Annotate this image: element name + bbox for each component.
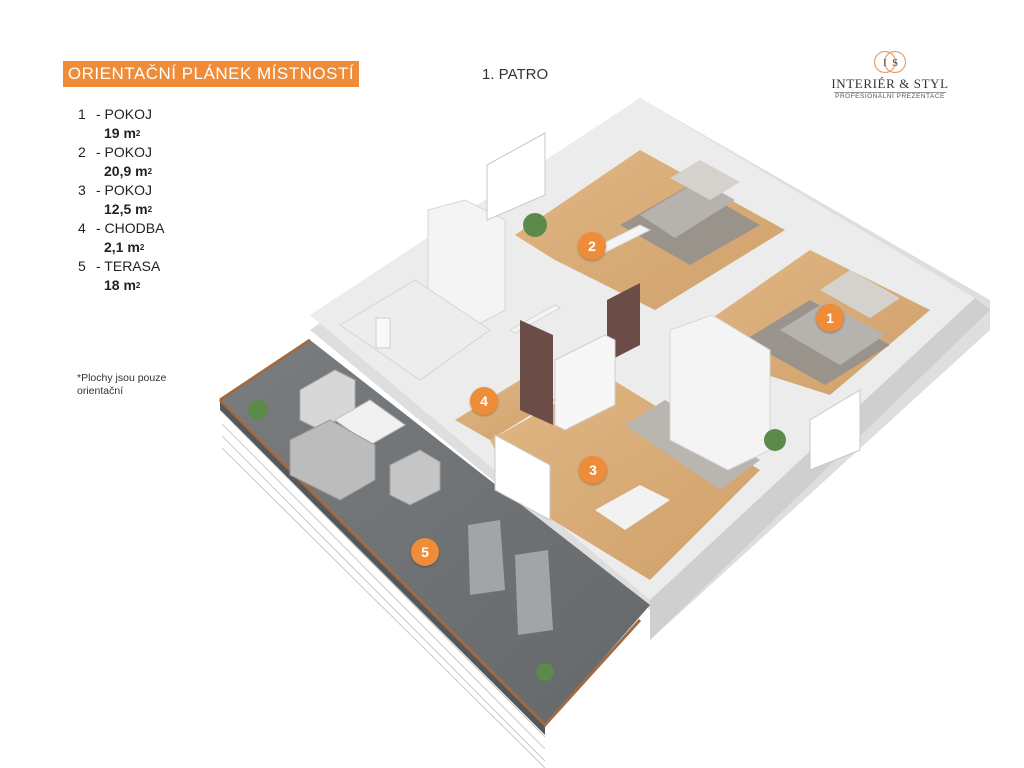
- svg-text:S: S: [892, 57, 898, 69]
- legend-room-name: - TERASA: [96, 258, 161, 274]
- floor-label: 1. PATRO: [482, 66, 549, 83]
- plants: [248, 213, 786, 681]
- legend-number: 4: [78, 220, 86, 236]
- company-logo: I S INTERIÉR & STYL PROFESIONÁLNÍ PREZEN…: [830, 50, 950, 102]
- legend-number: 5: [78, 258, 86, 274]
- logo-name: INTERIÉR & STYL: [831, 76, 949, 91]
- interior-walls: [427, 199, 771, 471]
- legend-item: 4 - CHODBA: [78, 219, 164, 238]
- terrace-furniture: [289, 369, 553, 635]
- windows: [486, 132, 861, 521]
- area-disclaimer: *Plochy jsou pouze orientační: [77, 372, 167, 397]
- legend-item: 1 - POKOJ: [78, 105, 164, 124]
- legend-room-name: - CHODBA: [96, 220, 165, 236]
- monogram-logo-icon: I S: [873, 50, 907, 74]
- plan-title: ORIENTAČNÍ PLÁNEK MÍSTNOSTÍ: [67, 64, 355, 83]
- legend-room-area: 12,5 m2: [104, 201, 153, 217]
- bathroom: [339, 279, 491, 381]
- svg-text:I: I: [883, 57, 887, 69]
- room-marker-3: 3: [579, 456, 607, 484]
- room-marker-4: 4: [470, 387, 498, 415]
- legend-item: 5 - TERASA: [78, 257, 164, 276]
- legend-item: 3 - POKOJ: [78, 181, 164, 200]
- room-marker-5: 5: [411, 538, 439, 566]
- plan-title-banner: ORIENTAČNÍ PLÁNEK MÍSTNOSTÍ: [63, 61, 359, 87]
- logo-tagline: PROFESIONÁLNÍ PREZENTACE: [835, 93, 945, 100]
- legend-number: 3: [78, 182, 86, 198]
- legend-item: 2 - POKOJ: [78, 143, 164, 162]
- room-marker-2: 2: [578, 232, 606, 260]
- legend-room-area: 2,1 m2: [104, 239, 145, 255]
- shelving-unit: [554, 334, 616, 431]
- legend-room-area: 19 m2: [104, 125, 141, 141]
- legend-room-name: - POKOJ: [96, 144, 153, 160]
- legend-room-name: - POKOJ: [96, 106, 153, 122]
- legend-number: 2: [78, 144, 86, 160]
- room-marker-1: 1: [816, 304, 844, 332]
- legend-room-name: - POKOJ: [96, 182, 153, 198]
- logo-divider: [834, 92, 946, 93]
- legend-room-area: 18 m2: [104, 277, 141, 293]
- legend-number: 1: [78, 106, 86, 122]
- room-legend: 1 - POKOJ 19 m2 2 - POKOJ 20,9 m2 3 - PO…: [78, 105, 164, 295]
- legend-room-area: 20,9 m2: [104, 163, 153, 179]
